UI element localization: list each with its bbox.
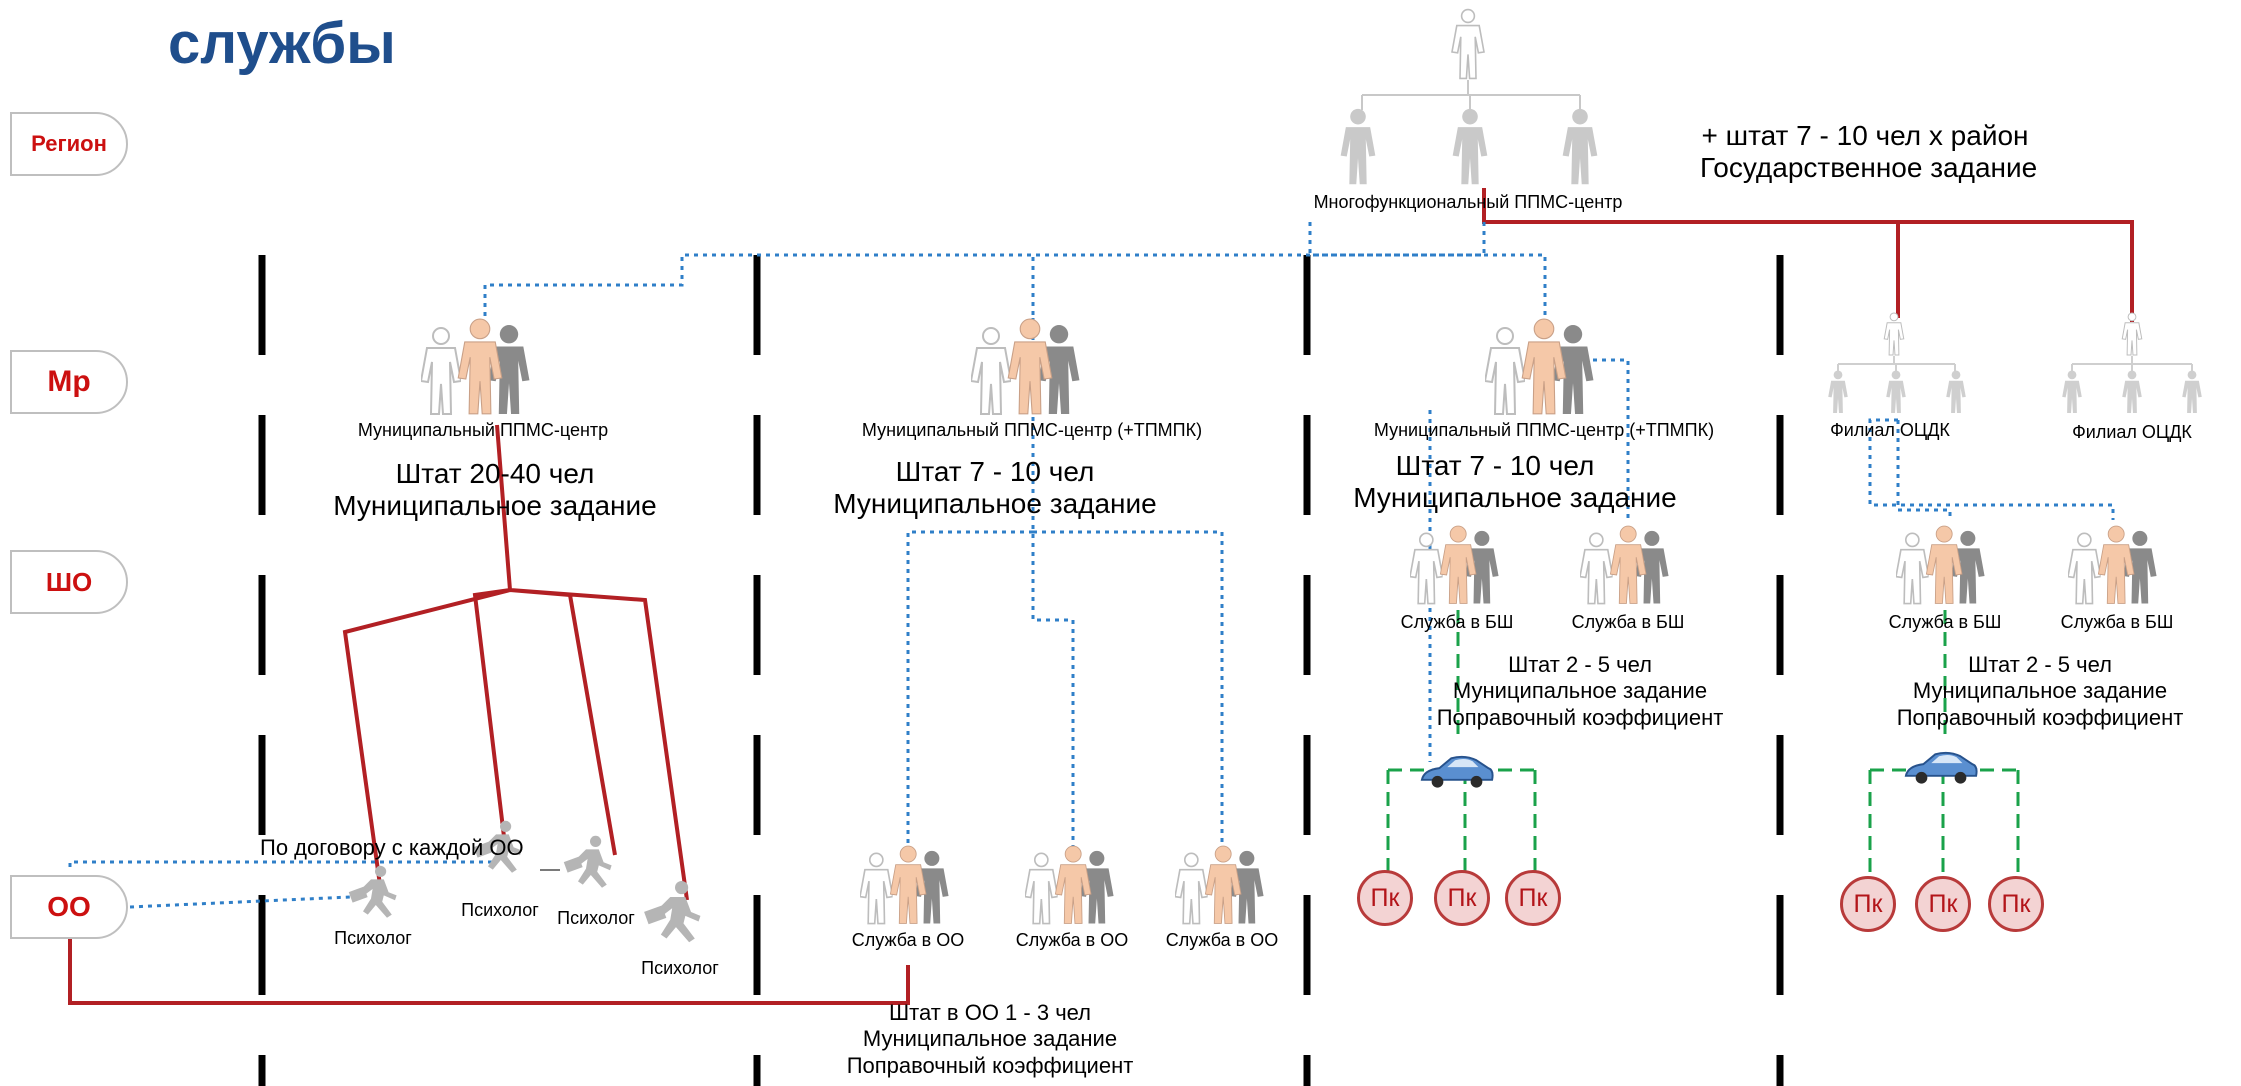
col3-center-label: Муниципальный ППМС-центр (+ТПМПК) [1373,420,1715,440]
col4-sub-coef: Поправочный коэффициент [1896,704,2184,730]
col3-staff: Штат 7 - 10 чел [1395,450,1595,481]
col4-sub-task: Муниципальное задание [1912,678,2168,704]
red-connections [68,188,2134,1005]
pk-circle-col4-3: Пк [1988,876,2044,932]
col4-sub-staff: Штат 2 - 5 чел [1968,652,2112,677]
service-oo-label-2: Служба в ОО [1015,930,1129,950]
col2-oo-staff-text: Штат в ОО 1 - 3 чел Муниципальное задани… [820,1000,1160,1079]
branch-label-2: Филиал ОЦДК [2072,422,2192,442]
top-tree-lines [1361,80,1581,110]
level-region: Регион [10,112,128,176]
col2-staff: Штат 7 - 10 чел [895,456,1095,487]
service-bsh-label-1: Служба в БШ [1400,612,1514,632]
branch-trees [1828,312,2202,414]
top-staff-line2: Государственное задание [1700,152,2038,184]
top-team-icons [1340,108,1598,185]
top-person-icon [1451,8,1485,80]
pk-circle-col3-1: Пк [1357,870,1413,926]
col2-oo-staff: Штат в ОО 1 - 3 чел [888,1000,1091,1025]
col3-sub-coef: Поправочный коэффициент [1436,704,1724,730]
col3-sub-staff: Штат 2 - 5 чел [1508,652,1652,677]
service-oo-label-3: Служба в ОО [1165,930,1279,950]
psychologist-label-4: Психолог [641,958,719,978]
col2-oo-task: Муниципальное задание [862,1026,1118,1052]
service-bsh-label-3: Служба в БШ [1888,612,2002,632]
col1-contract-label: По договору с каждой ОО [260,835,524,860]
branch-label-1: Филиал ОЦДК [1830,420,1950,440]
col1-staff: Штат 20-40 чел [395,458,595,489]
page-title: службы [168,11,396,76]
level-oo: ОО [10,875,128,939]
col3-sub-task: Муниципальное задание [1452,678,1708,704]
col2-task: Муниципальное задание [833,488,1157,520]
col1-center-label: Муниципальный ППМС-центр [357,420,609,440]
service-bsh-label-4: Служба в БШ [2060,612,2174,632]
level-mr: Мр [10,350,128,414]
col3-staff-text: Штат 7 - 10 чел Муниципальное задание [1320,450,1710,514]
psychologist-label-1: Психолог [334,928,412,948]
running-psychologist-icon [348,820,701,943]
col1-task: Муниципальное задание [333,490,657,522]
col3-sub-staff-text: Штат 2 - 5 чел Муниципальное задание Поп… [1400,652,1760,731]
service-bsh-label-2: Служба в БШ [1571,612,1685,632]
column-separators [258,255,1784,1086]
col2-staff-text: Штат 7 - 10 чел Муниципальное задание [800,456,1190,520]
level-sho: ШО [10,550,128,614]
top-staff-text: + штат 7 - 10 чел х район Государственно… [1700,120,2038,184]
service-oo-label-1: Служба в ОО [851,930,965,950]
pk-circle-col4-1: Пк [1840,876,1896,932]
pk-circle-col3-3: Пк [1505,870,1561,926]
blue-dotted-connections [68,222,2115,909]
top-staff-line1: + штат 7 - 10 чел х район [1701,120,2029,151]
pk-circle-col3-2: Пк [1434,870,1490,926]
col1-staff-text: Штат 20-40 чел Муниципальное задание [300,458,690,522]
top-center-label: Многофункциональный ППМС-центр [1313,192,1623,212]
green-dashed-connections [1386,610,2020,880]
pk-circle-col4-2: Пк [1915,876,1971,932]
col4-sub-staff-text: Штат 2 - 5 чел Муниципальное задание Поп… [1860,652,2220,731]
col3-task: Муниципальное задание [1353,482,1677,514]
psychologist-label-2: Психолог [461,900,539,920]
col2-center-label: Муниципальный ППМС-центр (+ТПМПК) [861,420,1203,440]
col2-oo-coef: Поправочный коэффициент [846,1052,1134,1078]
psychologist-label-3: Психолог [557,908,635,928]
